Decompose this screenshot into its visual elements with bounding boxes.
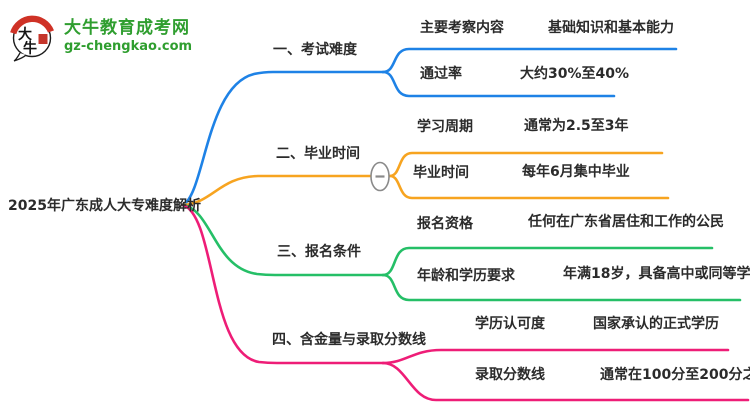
node-graduation-date-label[interactable]: 毕业时间: [413, 165, 469, 181]
brand-text-block: 大牛教育成考网 gz-chengkao.com: [64, 12, 192, 55]
branch-exam-difficulty[interactable]: 一、考试难度: [273, 42, 357, 58]
node-main-content-value[interactable]: 基础知识和基本能力: [548, 20, 674, 36]
node-study-period-label[interactable]: 学习周期: [417, 119, 473, 135]
branch-registration-lines: [181, 203, 742, 302]
branch-exam-difficulty-lines: [181, 47, 678, 207]
node-registration-qualification-label[interactable]: 报名资格: [417, 216, 473, 232]
collapse-toggle[interactable]: [370, 161, 390, 192]
branch-score-lines: [181, 203, 750, 402]
red-seal-icon: [38, 34, 48, 44]
site-logo[interactable]: 大 牛 大牛教育成考网 gz-chengkao.com: [10, 12, 192, 62]
node-admission-score-value[interactable]: 通常在100分至200分之间: [600, 367, 750, 383]
node-age-education-value[interactable]: 年满18岁，具备高中或同等学历: [563, 266, 750, 282]
node-pass-rate-label[interactable]: 通过率: [420, 66, 462, 82]
branch-graduation-time-lines: [181, 151, 670, 207]
logo-char-2: 牛: [23, 40, 37, 57]
node-pass-rate-value[interactable]: 大约30%至40%: [520, 66, 630, 82]
root-node[interactable]: 2025年广东成人大专难度解析: [8, 198, 201, 214]
node-study-period-value[interactable]: 通常为2.5至3年: [524, 118, 629, 134]
bull-badge-icon: 大 牛: [10, 15, 54, 62]
node-education-recognition-label[interactable]: 学历认可度: [475, 316, 545, 332]
node-graduation-date-value[interactable]: 每年6月集中毕业: [522, 164, 630, 180]
node-age-education-label[interactable]: 年龄和学历要求: [417, 268, 515, 284]
branch-registration-conditions[interactable]: 三、报名条件: [277, 244, 361, 260]
site-name: 大牛教育成考网: [64, 18, 190, 38]
site-url: gz-chengkao.com: [64, 39, 193, 54]
logo-char-1: 大: [18, 26, 32, 43]
node-admission-score-label[interactable]: 录取分数线: [475, 367, 545, 383]
node-registration-qualification-value[interactable]: 任何在广东省居住和工作的公民: [528, 214, 724, 230]
branch-graduation-time[interactable]: 二、毕业时间: [276, 146, 360, 162]
node-education-recognition-value[interactable]: 国家承认的正式学历: [593, 316, 719, 332]
branch-value-admission-score[interactable]: 四、含金量与录取分数线: [272, 332, 426, 348]
node-main-content-label[interactable]: 主要考察内容: [420, 20, 504, 36]
